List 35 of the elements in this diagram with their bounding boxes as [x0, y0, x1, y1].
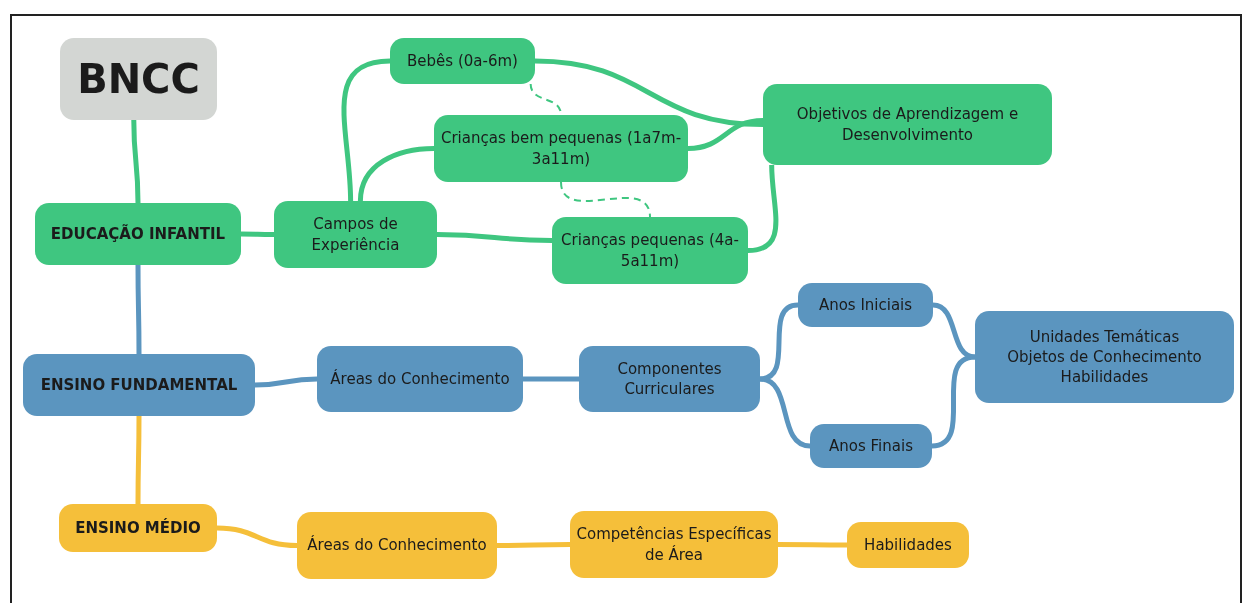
stage-topic-box: ENSINO MÉDIO	[59, 504, 217, 552]
connector-line	[216, 525, 298, 548]
connector-line	[523, 376, 579, 382]
connector-line	[687, 117, 764, 151]
topic-text: Habilidades	[1060, 367, 1149, 388]
connector-line	[778, 542, 847, 548]
topic-box	[975, 311, 1234, 403]
subtopic-box: Áreas do Conhecimento	[297, 512, 497, 579]
subtopic-box: Crianças pequenas (4a-5a11m)	[552, 217, 748, 284]
connector-line	[135, 416, 142, 504]
connector-line	[135, 265, 142, 354]
subtopic-box: Anos Iniciais	[798, 283, 933, 327]
subtopic-box: Bebês (0a-6m)	[390, 38, 535, 84]
connector-line	[341, 58, 391, 202]
subtopic-box: Habilidades	[847, 522, 969, 568]
stage-topic-box: ENSINO FUNDAMENTAL	[23, 354, 255, 416]
dashed-connector	[560, 181, 651, 218]
subtopic-box: Objetivos de Aprendizagem e Desenvolvimento	[763, 84, 1052, 165]
subtopic-box: Crianças bem pequenas (1a7m-3a11m)	[434, 115, 688, 182]
connector-line	[436, 232, 553, 243]
topic-text: Objetos de Conhecimento	[1007, 346, 1202, 368]
connector-line	[241, 231, 274, 237]
subtopic-box: Competências Específicas de Área	[570, 511, 778, 578]
subtopic-box: Áreas do Conhecimento	[317, 346, 523, 412]
topic-text: Unidades Temáticas	[1029, 326, 1180, 347]
connector-line	[357, 146, 435, 202]
subtopic-box: Campos de Experiência	[274, 201, 437, 268]
stage-topic-box: EDUCAÇÃO INFANTIL	[35, 203, 241, 265]
root-topic-box: BNCC	[60, 38, 217, 120]
subtopic-box: Componentes Curriculares	[579, 346, 760, 412]
connector-line	[497, 542, 570, 548]
connector-line	[534, 58, 764, 127]
connector-line	[254, 376, 318, 388]
connector-line	[131, 119, 141, 204]
subtopic-box: Anos Finais	[810, 424, 932, 468]
